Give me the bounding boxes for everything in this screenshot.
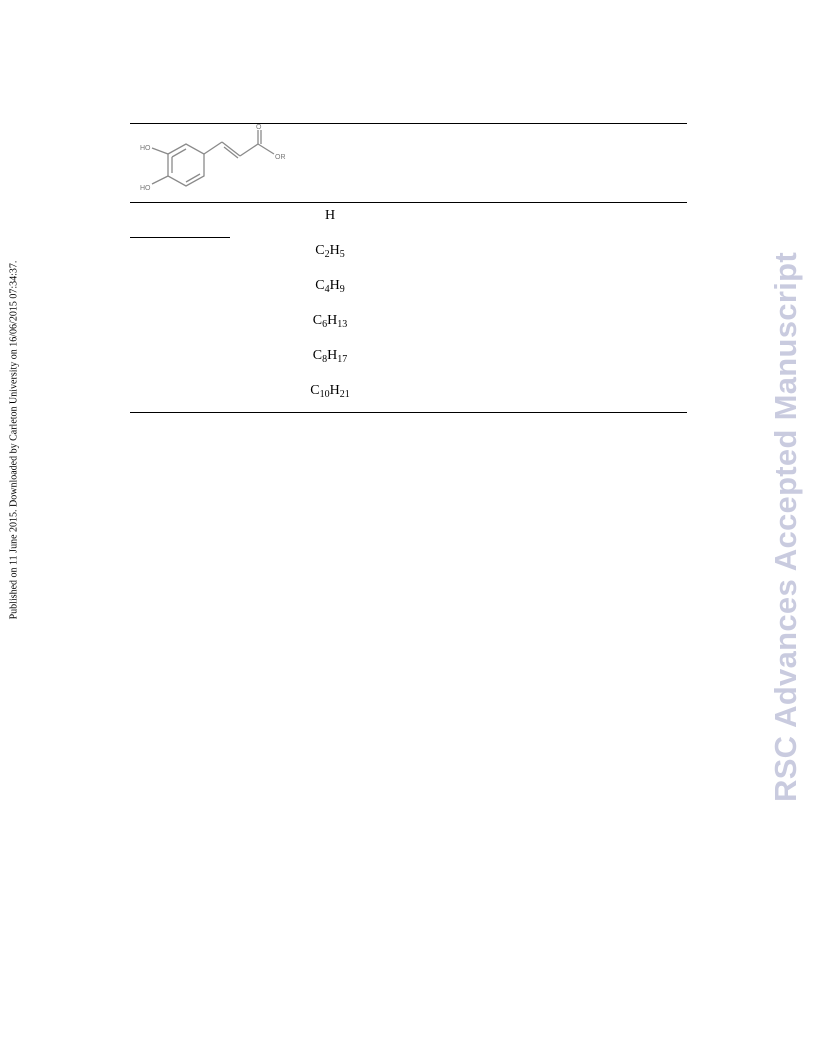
r-group-subscript: 17 (337, 354, 348, 365)
r-group-value: H (280, 208, 380, 224)
ester-or-label: OR (275, 154, 286, 161)
r-group-element: H (327, 313, 338, 328)
watermark-text: RSC Advances Accepted Manuscript (768, 252, 803, 802)
ho-top-label: HO (140, 145, 151, 152)
table-header-rule (130, 202, 687, 203)
table-short-rule (130, 237, 230, 238)
r-group-subscript: 5 (339, 249, 345, 260)
r-group-subscript: 13 (337, 319, 348, 330)
r-group-base: C (312, 348, 323, 363)
r-group-element: H (329, 278, 340, 293)
r-group-subscript: 9 (339, 284, 345, 295)
r-group-subscript: 4 (324, 284, 330, 295)
benzene-ring (167, 143, 205, 187)
ho-bottom-label: HO (140, 185, 151, 192)
r-group-value: C4H9 (280, 278, 380, 295)
r-group-subscript: 6 (322, 319, 328, 330)
r-group-subscript: 21 (339, 389, 350, 400)
table-top-rule (130, 123, 687, 124)
r-group-subscript: 8 (322, 354, 328, 365)
r-group-base: H (324, 208, 336, 223)
r-group-element: H (327, 348, 338, 363)
r-group-base: C (315, 243, 325, 258)
r-group-subscript: 10 (319, 389, 330, 400)
r-group-base: C (312, 313, 323, 328)
table-bottom-rule (130, 412, 687, 413)
publication-note-text: Published on 11 June 2015. Downloaded by… (8, 260, 20, 620)
carbonyl-o-label: O (256, 124, 262, 131)
r-group-element: H (329, 243, 340, 258)
r-group-value: C2H5 (280, 243, 380, 260)
caffeic-ester-structure: HO HO O OR (140, 124, 286, 192)
r-group-base: C (315, 278, 325, 293)
r-group-element: H (329, 383, 340, 398)
r-group-value: C10H21 (280, 383, 380, 400)
r-group-value: C8H17 (280, 348, 380, 365)
r-group-value: C6H13 (280, 313, 380, 330)
r-group-base: C (310, 383, 320, 398)
r-group-subscript: 2 (324, 249, 330, 260)
